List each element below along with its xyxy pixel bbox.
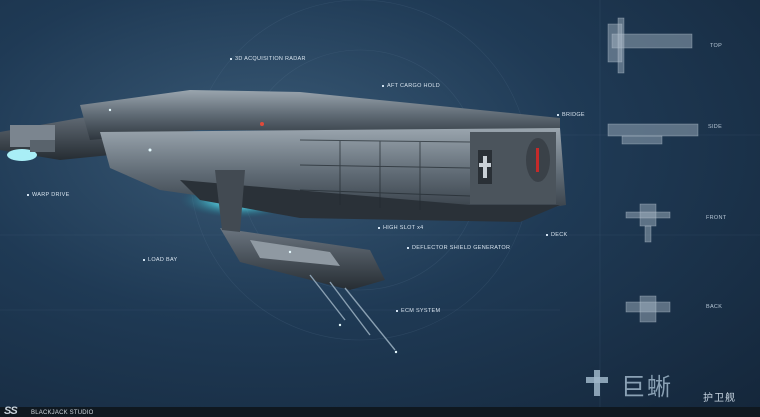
callout-dot — [557, 113, 559, 116]
view-label-back: BACK — [706, 304, 723, 310]
callout-dot — [143, 258, 145, 261]
callout-aft-cargo-hold: AFT CARGO HOLD — [382, 83, 440, 89]
callout-dot — [378, 226, 380, 229]
callout-dot — [382, 84, 384, 87]
cross-emblem-icon — [586, 370, 608, 396]
callout-high-slot: HIGH SLOT x4 — [378, 225, 423, 231]
ship-class-subtitle: 护卫舰 — [703, 393, 736, 404]
footer-bar — [0, 407, 760, 417]
callout-acquisition-radar: 3D ACQUISITION RADAR — [230, 56, 306, 62]
callout-load-bay: LOAD BAY — [143, 257, 178, 263]
callout-bridge: BRIDGE — [557, 112, 585, 118]
view-label-front: FRONT — [706, 215, 727, 221]
studio-name: BLACKJACK STUDIO — [31, 410, 94, 416]
callout-ecm-system: ECM SYSTEM — [396, 308, 440, 314]
callout-deflector-shield: DEFLECTOR SHIELD GENERATOR — [407, 245, 510, 251]
callout-dot — [407, 246, 409, 249]
callout-dot — [27, 193, 29, 196]
ship-name-title: 巨蜥 — [621, 374, 673, 401]
frigate-illustration — [0, 90, 566, 354]
ortho-views — [607, 17, 699, 323]
callout-deck: DECK — [546, 232, 567, 238]
callout-warp-drive: WARP DRIVE — [27, 192, 70, 198]
view-label-top: TOP — [710, 43, 723, 49]
view-label-side: SIDE — [708, 124, 723, 130]
callout-dot — [546, 233, 548, 236]
callout-dot — [396, 309, 398, 312]
studio-logo: SS — [4, 405, 18, 417]
callout-dot — [230, 57, 232, 60]
